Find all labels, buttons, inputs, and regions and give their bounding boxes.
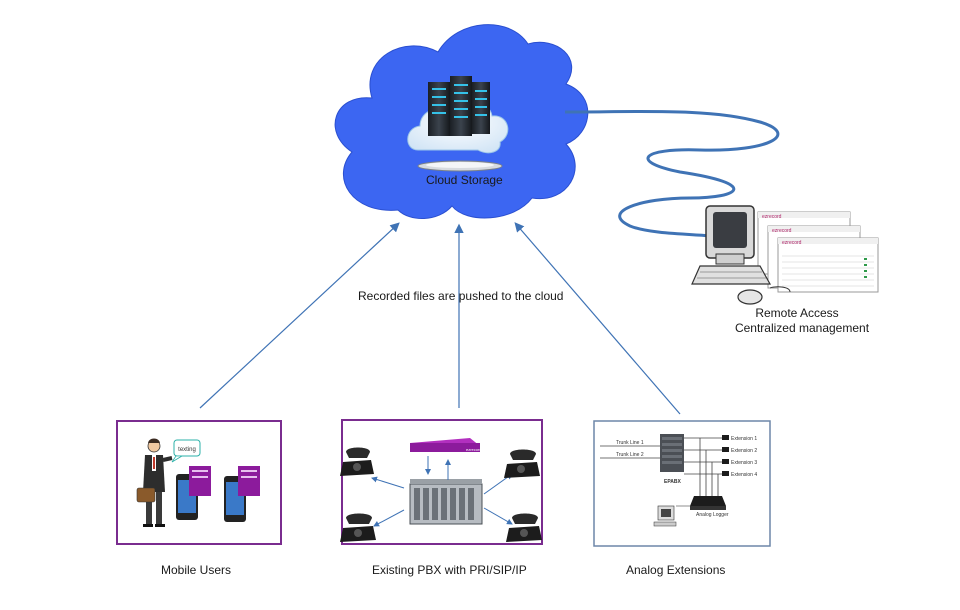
businessman-icon	[136, 438, 173, 527]
analog-extensions-caption: Analog Extensions	[626, 563, 726, 577]
extension-4-label: Extension 4	[731, 472, 757, 478]
mouse-icon	[737, 286, 791, 305]
mobile-users-caption: Mobile Users	[161, 563, 232, 577]
pbx-arrow-topleft	[371, 476, 405, 489]
centralized-management-label: Centralized management	[734, 321, 870, 335]
pbx-rack-icon	[409, 479, 483, 525]
pbx-arrow-bottomleft	[373, 509, 405, 527]
desk-phone-icon	[506, 513, 542, 542]
smartphone-icon	[176, 466, 211, 520]
remote-cable	[564, 109, 780, 238]
svg-text:ezrecord: ezrecord	[772, 228, 792, 234]
arrow-analog-to-cloud	[514, 222, 681, 415]
monitor-icon	[705, 205, 755, 265]
arrow-mobile-to-cloud	[199, 222, 400, 409]
extension-1-label: Extension 1	[731, 436, 757, 442]
cloud-storage	[334, 24, 589, 220]
svg-text:ezrecord: ezrecord	[762, 214, 782, 220]
cloud-storage-label: Cloud Storage	[426, 173, 503, 187]
remote-access-label: Remote Access	[755, 306, 839, 320]
svg-text:ezrecord: ezrecord	[782, 240, 802, 246]
epabx-label: EPABX	[664, 479, 682, 485]
trunk-line-1-label: Trunk Line 1	[616, 440, 644, 446]
logger-pc-icon	[653, 505, 677, 527]
recorder-device-icon: ezrecord	[410, 438, 482, 452]
remote-access-computer: ezrecord ezrecord ezrecord	[691, 205, 879, 305]
analog-logger-label: Analog Logger	[696, 512, 729, 518]
desk-phone-icon	[504, 449, 540, 478]
extension-3-label: Extension 3	[731, 460, 757, 466]
server-rack-icon	[428, 76, 490, 136]
keyboard-icon	[691, 265, 772, 285]
trunk-line-2-label: Trunk Line 2	[616, 452, 644, 458]
analog-logger-icon	[690, 496, 726, 510]
speech-bubble-icon: texting	[171, 439, 201, 463]
desk-phone-icon	[340, 513, 376, 542]
epabx-cabinet-icon	[660, 434, 684, 472]
center-caption: Recorded files are pushed to the cloud	[358, 289, 564, 303]
extension-2-label: Extension 2	[731, 448, 757, 454]
svg-text:ezrecord: ezrecord	[466, 447, 482, 452]
analog-phone-icons	[722, 435, 729, 476]
smartphone-icon	[224, 466, 260, 522]
desk-phone-icon	[340, 447, 374, 476]
pbx-arrow-bottomright	[483, 507, 513, 525]
analog-schematic: Trunk Line 1 Trunk Line 2 EPABX Extensio…	[600, 434, 757, 527]
briefcase-icon	[136, 487, 156, 503]
pbx-caption: Existing PBX with PRI/SIP/IP	[372, 563, 527, 577]
bubble-text: texting	[178, 447, 196, 453]
dashboard-screenshot-3: ezrecord	[777, 237, 879, 293]
